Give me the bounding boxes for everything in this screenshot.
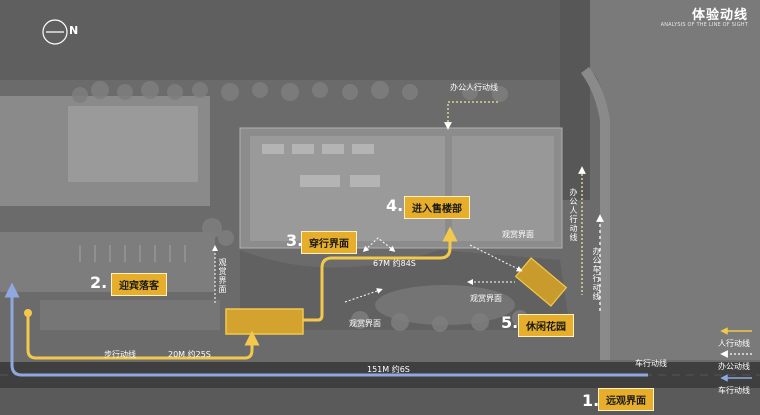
legend-office-label: 办公动线 (718, 362, 750, 371)
office-car-vertical-label: 办公车行动线 (592, 247, 601, 301)
office-walk-vertical-label: 办公人行动线 (569, 188, 578, 242)
car-route-label: 车行动线 (635, 359, 667, 368)
walk-distance-label: 20M 约25S (168, 350, 211, 359)
walk-route-line (26, 313, 260, 360)
walk-route-label: 步行动线 (104, 350, 136, 359)
stop-4-number: 4. (386, 196, 404, 215)
view-face-vertical-label: 观赏界面 (218, 258, 227, 294)
east-road (580, 67, 610, 360)
reception-pavilion (225, 308, 304, 335)
page-title: 体验动线 (691, 8, 748, 23)
stop-1-number: 1. (582, 391, 600, 410)
page-subtitle: ANALYSIS OF THE LINE OF SIGHT (660, 22, 748, 28)
stop-2-number: 2. (90, 273, 108, 292)
leisure-pavilion (514, 257, 568, 307)
view-face-label-3: 观赏界面 (502, 230, 534, 239)
car-route-line (4, 282, 648, 377)
stop-5-number: 5. (501, 313, 519, 332)
east-lot (590, 0, 760, 360)
west-building-roof (68, 106, 198, 182)
stop-5-label: 休闲花园 (518, 314, 574, 337)
west-parking-lower (40, 300, 220, 330)
view-face-label-2: 观赏界面 (470, 294, 502, 303)
north-field (0, 0, 600, 80)
view-face-label-1: 观赏界面 (349, 319, 381, 328)
compass-label: N (69, 24, 79, 37)
car-distance-label: 151M 约6S (367, 365, 410, 374)
main-building-roof-east (452, 136, 554, 241)
compass-ring (42, 19, 68, 45)
stop-2-label: 迎宾落客 (111, 273, 167, 296)
tree-clusters (11, 81, 528, 332)
legend-car-label: 车行动线 (718, 386, 750, 395)
west-parking (0, 232, 215, 292)
office-route-top (444, 101, 498, 130)
legend-walk-label: 人行动线 (718, 339, 750, 348)
stop-3-number: 3. (286, 231, 304, 250)
roof-equipment (262, 144, 380, 187)
view-sight-lines (212, 237, 523, 303)
walk-route-start (24, 309, 32, 317)
stop-3-label: 穿行界面 (301, 231, 357, 254)
stop-4-label: 进入售楼部 (404, 196, 470, 219)
path-distance-label: 67M 约84S (373, 259, 416, 268)
stop-1-label: 远观界面 (598, 388, 654, 411)
office-route-top-label: 办公人行动线 (450, 83, 498, 92)
east-road-upper (560, 0, 590, 200)
main-path-line (303, 226, 458, 322)
